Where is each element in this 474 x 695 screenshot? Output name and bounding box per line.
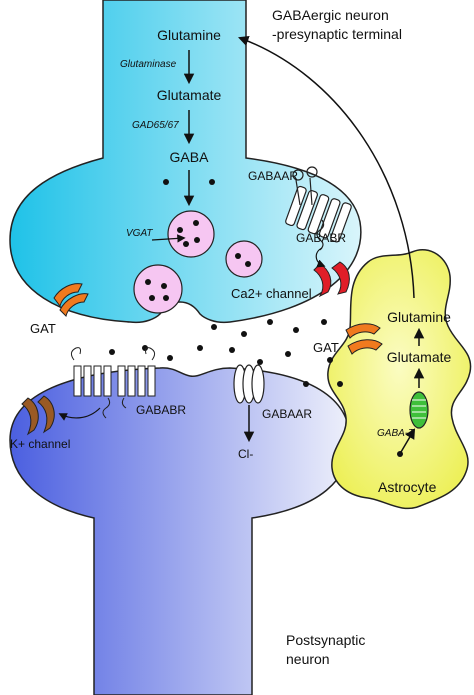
label-gat-left: GAT	[30, 321, 56, 336]
gaba-dot	[285, 351, 291, 357]
gat-right-transporter	[345, 323, 383, 355]
gaba-dot	[235, 253, 241, 259]
presynaptic-terminal	[9, 0, 362, 324]
gaba-dot	[241, 331, 247, 337]
label-glutaminase: Glutaminase	[120, 59, 177, 70]
label-gaba-b-pre: GABABR	[296, 231, 346, 245]
gaba-a-receptor-presynaptic	[285, 185, 352, 243]
label-gad: GAD65/67	[132, 120, 179, 131]
label-gaba: GABA	[170, 149, 210, 165]
label-gaba-a-post: GABAAR	[262, 407, 312, 421]
gaba-dot	[194, 237, 200, 243]
gaba-dot	[142, 345, 148, 351]
gaba-dot	[257, 359, 263, 365]
gaba-dot	[229, 347, 235, 353]
label-astro-glutamine: Glutamine	[387, 309, 451, 325]
title-line1: GABAergic neuron	[272, 7, 389, 23]
vesicle-right	[225, 240, 263, 278]
gaba-dot	[321, 319, 327, 325]
gaba-dot	[145, 279, 151, 285]
label-k-channel: K+ channel	[10, 437, 70, 451]
gat-left-transporter	[53, 283, 89, 317]
gaba-dot	[161, 283, 167, 289]
gaba-dot	[245, 261, 251, 267]
label-glutamine: Glutamine	[157, 27, 221, 43]
arrow-gabab-k	[58, 407, 101, 421]
gaba-dot	[109, 349, 115, 355]
mitochondrion	[409, 391, 429, 429]
gaba-dot	[209, 179, 215, 185]
arrow-vgat	[151, 234, 186, 243]
label-ca-channel: Ca2+ channel	[231, 286, 312, 301]
gaba-dot	[163, 295, 169, 301]
gaba-b-receptor-presynaptic	[292, 166, 325, 251]
label-postsynaptic-1: Postsynaptic	[286, 632, 365, 648]
gaba-dot	[337, 381, 343, 387]
gaba-dot	[193, 220, 199, 226]
gaba-dot	[327, 357, 333, 363]
gaba-dot	[397, 451, 403, 457]
arrow-gabat	[400, 428, 416, 453]
gaba-dot	[303, 381, 309, 387]
gaba-a-receptor-postsynaptic	[233, 364, 265, 404]
ca-channel	[313, 261, 350, 298]
gaba-dot	[163, 179, 169, 185]
gaba-dot	[211, 324, 217, 330]
label-astro-glutamate: Glutamate	[387, 349, 452, 365]
label-gaba-b-post: GABABR	[136, 403, 186, 417]
label-gat-right: GAT	[313, 340, 339, 355]
arrow-gabab-ca	[315, 247, 326, 268]
gaba-molecules	[109, 179, 403, 457]
astrocyte-cell	[327, 249, 472, 510]
gaba-b-receptor-postsynaptic	[70, 347, 156, 419]
gaba-dot	[167, 355, 173, 361]
arrow-astrocyte-to-glutamine	[238, 35, 415, 299]
gaba-dot	[293, 327, 299, 333]
label-gaba-a-pre: GABAAR	[248, 169, 298, 183]
vesicle-left	[133, 264, 183, 314]
gaba-dot	[197, 345, 203, 351]
label-postsynaptic-2: neuron	[286, 651, 330, 667]
label-glutamate: Glutamate	[157, 87, 222, 103]
gaba-dot	[149, 295, 155, 301]
k-channel	[21, 395, 55, 436]
label-vgat: VGAT	[126, 228, 153, 239]
gaba-dot	[183, 241, 189, 247]
title-line2: -presynaptic terminal	[272, 26, 402, 42]
gaba-dot	[177, 227, 183, 233]
label-astrocyte: Astrocyte	[378, 479, 437, 495]
label-gaba-t: GABA-T	[377, 428, 415, 439]
gaba-dot	[267, 319, 273, 325]
label-cl: Cl-	[238, 447, 253, 461]
vesicle-vgat	[167, 210, 215, 258]
